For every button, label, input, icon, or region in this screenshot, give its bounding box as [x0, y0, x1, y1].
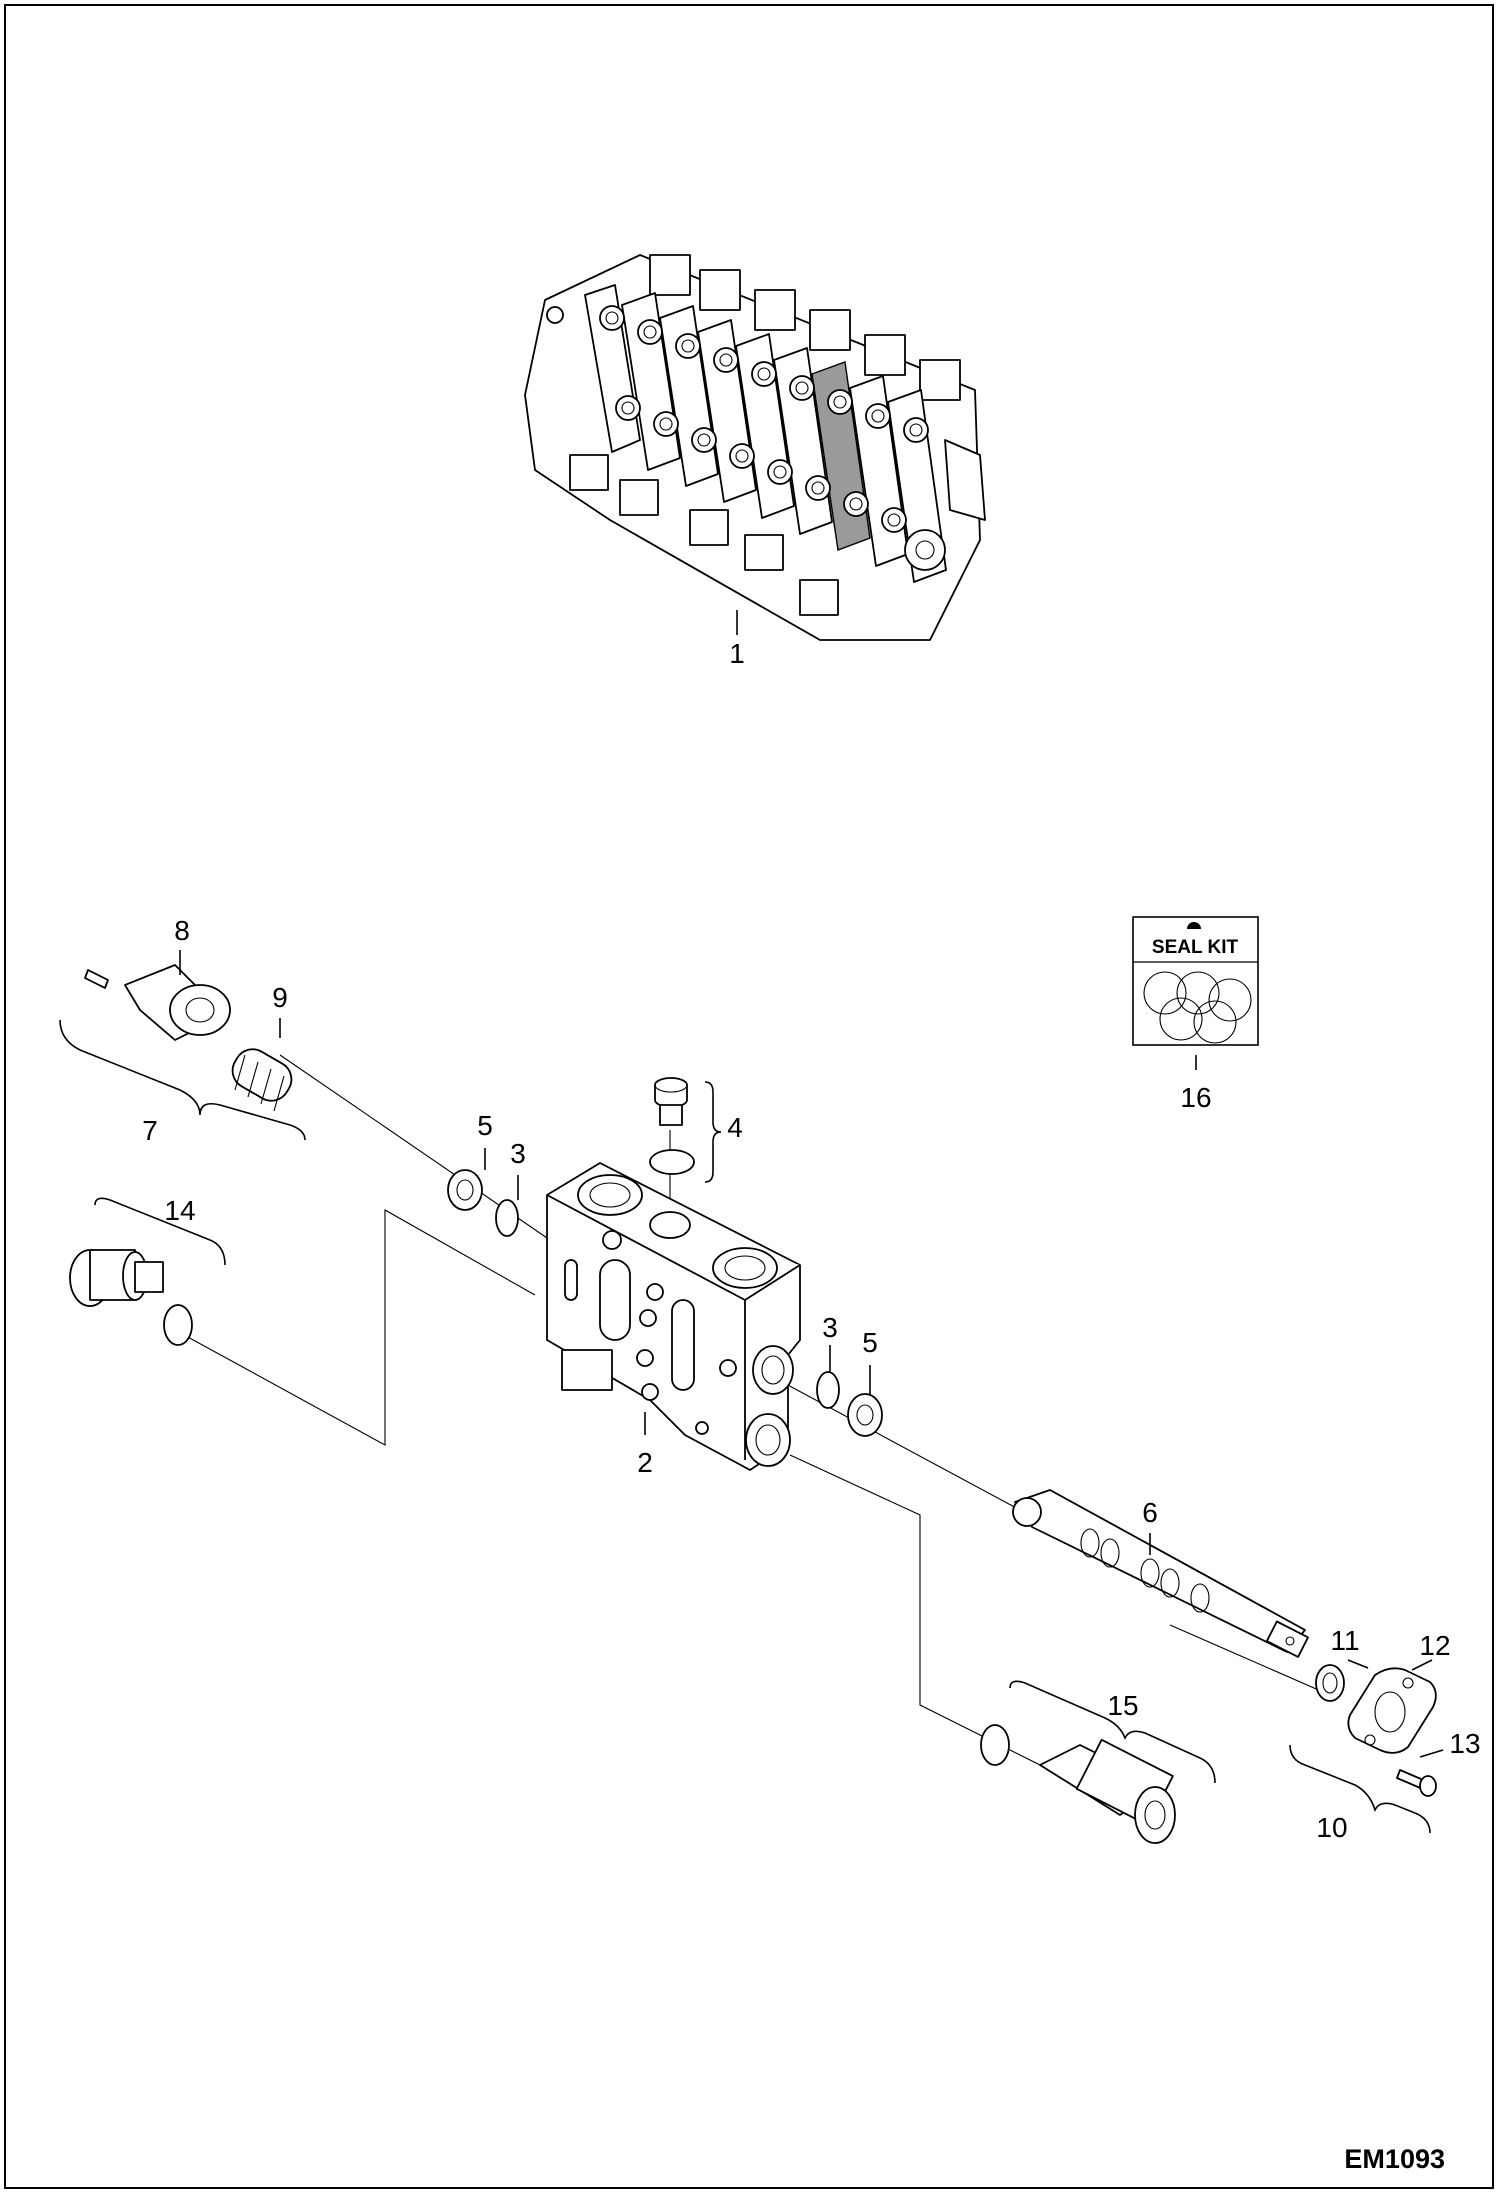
bottom-connectors — [569, 454, 839, 616]
seal-kit-box: SEAL KIT — [1132, 916, 1259, 1046]
page-frame — [4, 4, 1494, 2189]
drawing-code: EM1093 — [1344, 2144, 1445, 2174]
label-10: 10 — [1316, 1812, 1347, 1843]
label-5-left: 5 — [477, 1110, 493, 1141]
plug-assembly — [649, 1077, 695, 1175]
o-ring-3-left — [495, 1199, 519, 1237]
top-connectors — [649, 254, 961, 401]
spring-cap-group — [84, 964, 293, 1112]
label-4: 4 — [727, 1112, 743, 1143]
label-8: 8 — [174, 915, 190, 946]
label-1: 1 — [729, 638, 745, 669]
label-11: 11 — [1330, 1625, 1359, 1656]
label-3-right: 3 — [822, 1312, 838, 1343]
washer-5-left — [447, 1169, 483, 1211]
valve-ports — [599, 305, 929, 533]
washer-5-right — [847, 1393, 883, 1437]
label-12: 12 — [1419, 1630, 1450, 1661]
o-rings-icon — [1143, 971, 1252, 1044]
label-7: 7 — [142, 1115, 158, 1146]
o-ring-3-right — [816, 1371, 840, 1409]
label-16: 16 — [1180, 1082, 1211, 1113]
valve-assembly — [524, 254, 986, 641]
label-5-right: 5 — [862, 1327, 878, 1358]
label-14: 14 — [164, 1195, 195, 1226]
hanger-icon — [1187, 922, 1201, 929]
spool — [1012, 1489, 1309, 1658]
seal-kit-title: SEAL KIT — [1152, 937, 1239, 958]
label-9: 9 — [272, 982, 288, 1013]
label-13: 13 — [1449, 1728, 1480, 1759]
relief-valve-left — [69, 1249, 193, 1346]
valve-section-body — [546, 1162, 801, 1471]
spool-cap-plate — [1347, 1667, 1437, 1754]
end-port — [904, 529, 946, 571]
label-6: 6 — [1142, 1497, 1158, 1528]
cap-screw — [84, 969, 109, 989]
label-2: 2 — [637, 1447, 653, 1478]
relief-valve-right — [980, 1724, 1176, 1844]
seal-11 — [1315, 1664, 1345, 1702]
label-15: 15 — [1107, 1690, 1138, 1721]
label-3-left: 3 — [510, 1138, 526, 1169]
end-cap — [944, 439, 986, 521]
